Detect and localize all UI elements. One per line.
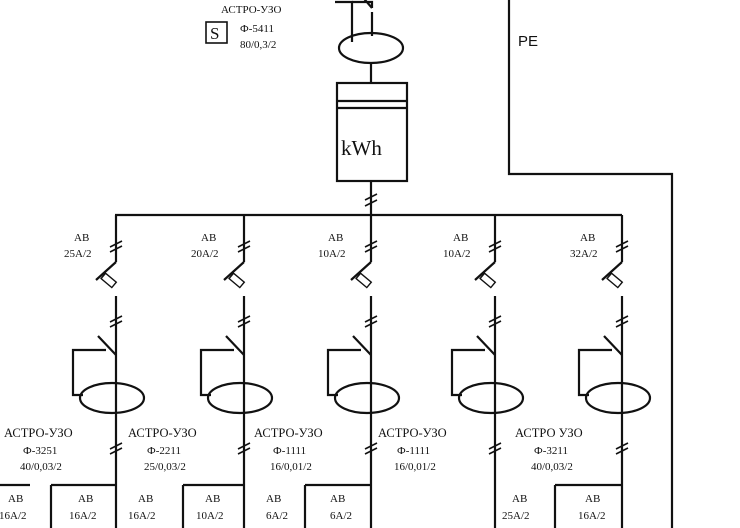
bottom-breaker-6-line2: 6А/2 [330,510,352,522]
rcd-4-name: АСТРО-УЗО [378,426,447,440]
bottom-breaker-3-line2: 16А/2 [128,510,156,522]
main-rcd-switch [352,0,374,9]
main-rcd-name: АСТРО-УЗО [221,4,281,16]
breaker-5-switch [601,261,623,281]
main-rcd-model: Ф-5411 [240,23,274,35]
rcd-2-rating: 25/0,03/2 [144,461,186,473]
rcd-4-transformer-ring [457,381,525,415]
rcd-5-bracket [577,335,623,397]
bottom-breaker-4-line1: АВ [205,493,220,505]
bottom-breaker-2-line2: 16А/2 [69,510,97,522]
rcd-1-bracket [71,335,117,397]
breaker-5-type: АВ [580,232,595,244]
rcd-2-transformer-ring [206,381,274,415]
bottom-breaker-4-line2: 10А/2 [196,510,224,522]
bottom-buses [0,481,624,528]
rcd-3-model: Ф-1111 [273,445,306,457]
rcd-4-model: Ф-1111 [397,445,430,457]
bottom-breaker-2-line1: АВ [78,493,93,505]
main-rcd-transformer-ring [337,31,405,65]
breaker-4-switch [474,261,496,281]
rcd-3-name: АСТРО-УЗО [254,426,323,440]
breaker-4-type: АВ [453,232,468,244]
breaker-5-rating: 32А/2 [570,248,598,260]
bottom-breaker-8-line2: 16А/2 [578,510,606,522]
breaker-1-type: АВ [74,232,89,244]
rcd-2-model: Ф-2211 [147,445,181,457]
bottom-breaker-1-line1: АВ [8,493,23,505]
bottom-breaker-6-line1: АВ [330,493,345,505]
electricity-meter: kWh [335,81,409,215]
pe-conductor: PE [507,0,674,528]
bottom-breaker-8-line1: АВ [585,493,600,505]
breaker-1-rating: 25А/2 [64,248,92,260]
bottom-breaker-3-line1: АВ [138,493,153,505]
meter-label: kWh [341,136,382,160]
rcd-4-rating: 16/0,01/2 [394,461,436,473]
main-rcd: АСТРО-УЗО S Ф-5411 80/0,3/2 [205,0,405,83]
breaker-2-switch [223,261,245,281]
bottom-breaker-1-line2: 16А/2 [0,510,27,522]
bottom-breaker-5-line2: 6А/2 [266,510,288,522]
rcd-5-name: АСТРО УЗО [515,426,583,440]
rcd-5-transformer-ring [584,381,652,415]
breaker-3-type: АВ [328,232,343,244]
bottom-breaker-7-line1: АВ [512,493,527,505]
pe-label: PE [518,33,538,50]
breaker-3-rating: 10А/2 [318,248,346,260]
rcd-5-rating: 40/0,03/2 [531,461,573,473]
rcd-1-model: Ф-3251 [23,445,57,457]
breaker-1-switch [95,261,117,281]
breaker-4-fuse [479,272,497,289]
main-rcd-badge-letter: S [210,24,219,43]
rcd-4-bracket [450,335,496,397]
rcd-1-rating: 40/0,03/2 [20,461,62,473]
bottom-breaker-labels: АВ 16А/2 АВ 16А/2 АВ 16А/2 АВ 10А/2 АВ 6… [0,493,606,522]
rcd-2-name: АСТРО-УЗО [128,426,197,440]
rcd-3-transformer-ring [333,381,401,415]
breaker-5-fuse [606,272,624,289]
rcd-1-name: АСТРО-УЗО [4,426,73,440]
main-rcd-rating: 80/0,3/2 [240,39,276,51]
bottom-breaker-7-line2: 25А/2 [502,510,530,522]
breaker-2-rating: 20А/2 [191,248,219,260]
rcd-5-model: Ф-3211 [534,445,568,457]
pe-line [507,0,674,528]
rcd-3-bracket [326,335,372,397]
rcd-2-bracket [199,335,245,397]
breaker-2-type: АВ [201,232,216,244]
rcd-1-transformer-ring [78,381,146,415]
breaker-3-switch [350,261,372,281]
meter-body [335,81,409,183]
breaker-1-fuse [100,272,118,289]
bottom-breaker-5-line1: АВ [266,493,281,505]
breaker-4-rating: 10А/2 [443,248,471,260]
breaker-3-fuse [355,272,373,289]
breaker-2-fuse [228,272,246,289]
main-rcd-type-badge [205,21,228,44]
rcd-3-rating: 16/0,01/2 [270,461,312,473]
